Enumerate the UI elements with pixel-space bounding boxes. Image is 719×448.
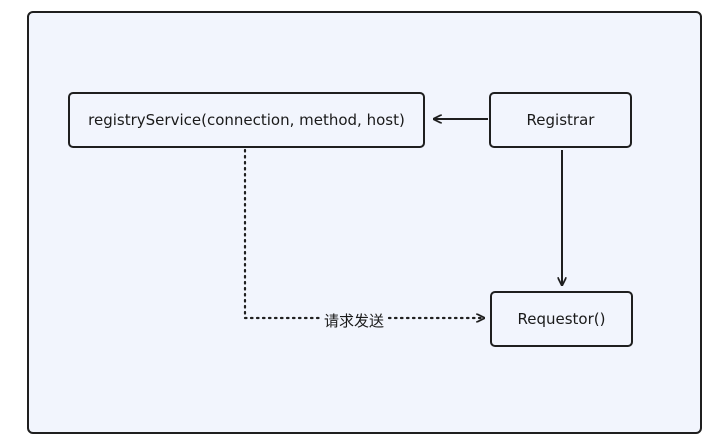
node-registry-service: registryService(connection, method, host… xyxy=(68,92,425,148)
node-requestor: Requestor() xyxy=(490,291,633,347)
diagram-frame xyxy=(27,11,702,434)
node-requestor-label: Requestor() xyxy=(517,310,606,328)
node-registrar: Registrar xyxy=(489,92,632,148)
node-registry-service-label: registryService(connection, method, host… xyxy=(88,111,405,129)
node-registrar-label: Registrar xyxy=(526,111,595,129)
edge-label-send-request: 请求发送 xyxy=(322,310,387,331)
